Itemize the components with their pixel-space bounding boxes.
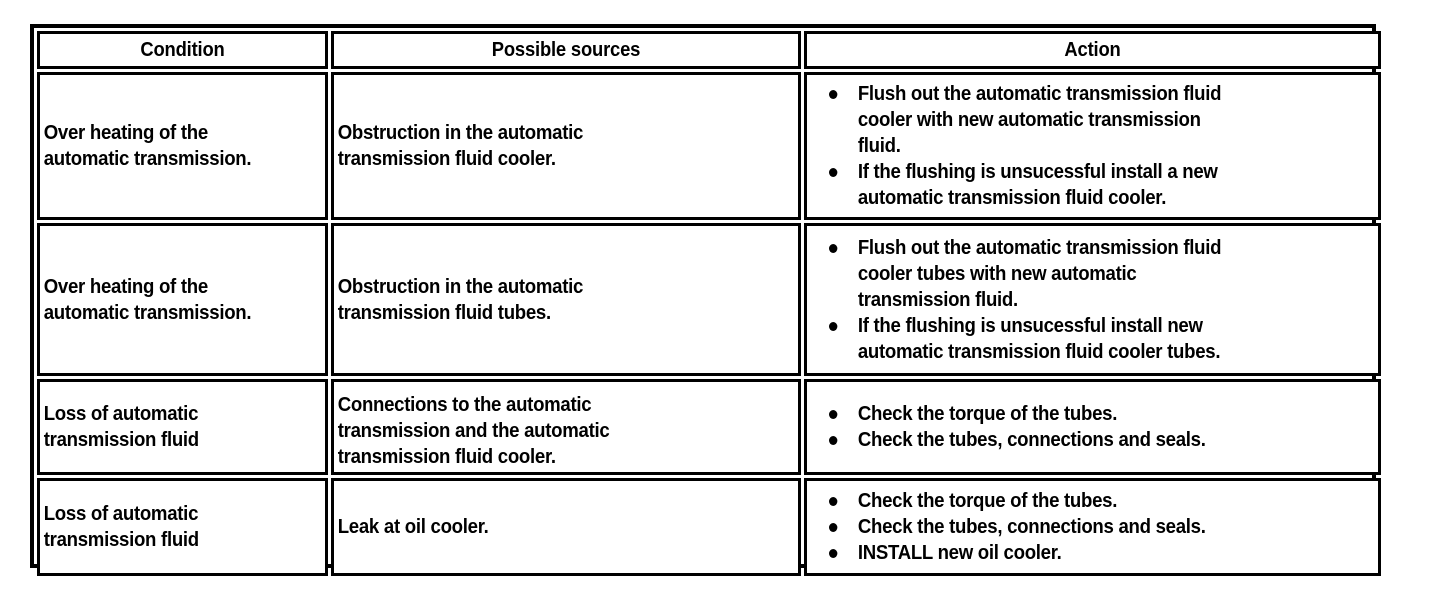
condition-text: Loss of automatic transmission fluid (43, 403, 199, 451)
troubleshooting-table-frame: Condition Possible sources Action Over h… (30, 24, 1381, 576)
list-item: If the flushing is unsucessful install a… (829, 159, 1334, 211)
cell-possible-sources: Leak at oil cooler. (331, 478, 801, 576)
column-header-condition: Condition (37, 31, 328, 69)
bullet-icon (829, 321, 838, 331)
cell-condition: Over heating of the automatic transmissi… (37, 223, 328, 376)
condition-text: Over heating of the automatic transmissi… (43, 275, 252, 324)
possible-sources-text: Obstruction in the automatic transmissio… (337, 275, 584, 324)
table-row: Over heating of the automatic transmissi… (37, 72, 1381, 220)
cell-possible-sources: Obstruction in the automatic transmissio… (331, 223, 801, 376)
action-text: Check the tubes, connections and seals. (857, 516, 1206, 538)
condition-text: Over heating of the automatic transmissi… (43, 122, 252, 170)
bullet-icon (829, 436, 838, 445)
table-row: Over heating of the automatic transmissi… (37, 223, 1381, 376)
header-row: Condition Possible sources Action (37, 31, 1381, 69)
list-item: INSTALL new oil cooler. (829, 540, 1334, 566)
cell-action: Flush out the automatic transmission flu… (804, 223, 1381, 376)
action-list: Check the torque of the tubes. Check the… (807, 482, 1378, 572)
column-header-action-label: Action (1064, 39, 1121, 61)
table-row: Loss of automatic transmission fluid Lea… (37, 478, 1381, 576)
cell-condition: Loss of automatic transmission fluid (37, 379, 328, 475)
list-item: Flush out the automatic transmission flu… (829, 235, 1334, 313)
possible-sources-text: Leak at oil cooler. (337, 516, 489, 538)
cell-condition: Over heating of the automatic transmissi… (37, 72, 328, 220)
list-item: Check the torque of the tubes. (829, 401, 1334, 427)
list-item: Check the tubes, connections and seals. (829, 427, 1334, 453)
bullet-icon (829, 549, 838, 558)
list-item: Flush out the automatic transmission flu… (829, 81, 1334, 159)
troubleshooting-table: Condition Possible sources Action Over h… (34, 28, 1384, 579)
cell-condition: Loss of automatic transmission fluid (37, 478, 328, 576)
action-text: Flush out the automatic transmission flu… (857, 83, 1222, 157)
action-text: INSTALL new oil cooler. (857, 542, 1062, 564)
action-text: If the flushing is unsucessful install n… (857, 314, 1221, 363)
action-list: Check the torque of the tubes. Check the… (807, 395, 1378, 459)
column-header-possible-sources: Possible sources (331, 31, 801, 69)
cell-action: Check the torque of the tubes. Check the… (804, 478, 1381, 576)
bullet-icon (829, 168, 838, 177)
bullet-icon (829, 90, 838, 99)
list-item: Check the tubes, connections and seals. (829, 514, 1334, 540)
bullet-icon (829, 523, 838, 532)
action-text: Check the torque of the tubes. (857, 403, 1118, 425)
bullet-icon (829, 243, 838, 253)
cell-possible-sources: Connections to the automatic transmissio… (331, 379, 801, 475)
bullet-icon (829, 497, 838, 506)
action-text: Check the tubes, connections and seals. (857, 429, 1206, 451)
cell-action: Flush out the automatic transmission flu… (804, 72, 1381, 220)
column-header-condition-label: Condition (140, 39, 225, 61)
table-body: Over heating of the automatic transmissi… (37, 72, 1381, 576)
action-text: Flush out the automatic transmission flu… (857, 236, 1222, 311)
action-text: Check the torque of the tubes. (857, 490, 1118, 512)
column-header-action: Action (804, 31, 1381, 69)
possible-sources-text: Connections to the automatic transmissio… (337, 394, 610, 468)
possible-sources-text: Obstruction in the automatic transmissio… (337, 122, 584, 170)
cell-action: Check the torque of the tubes. Check the… (804, 379, 1381, 475)
action-list: Flush out the automatic transmission flu… (807, 229, 1378, 371)
table-header: Condition Possible sources Action (37, 31, 1381, 69)
bullet-icon (829, 410, 838, 419)
list-item: If the flushing is unsucessful install n… (829, 313, 1334, 365)
column-header-possible-sources-label: Possible sources (491, 39, 641, 61)
table-row: Loss of automatic transmission fluid Con… (37, 379, 1381, 475)
action-text: If the flushing is unsucessful install a… (857, 161, 1218, 209)
list-item: Check the torque of the tubes. (829, 488, 1334, 514)
cell-possible-sources: Obstruction in the automatic transmissio… (331, 72, 801, 220)
condition-text: Loss of automatic transmission fluid (43, 503, 199, 551)
action-list: Flush out the automatic transmission flu… (807, 75, 1378, 217)
